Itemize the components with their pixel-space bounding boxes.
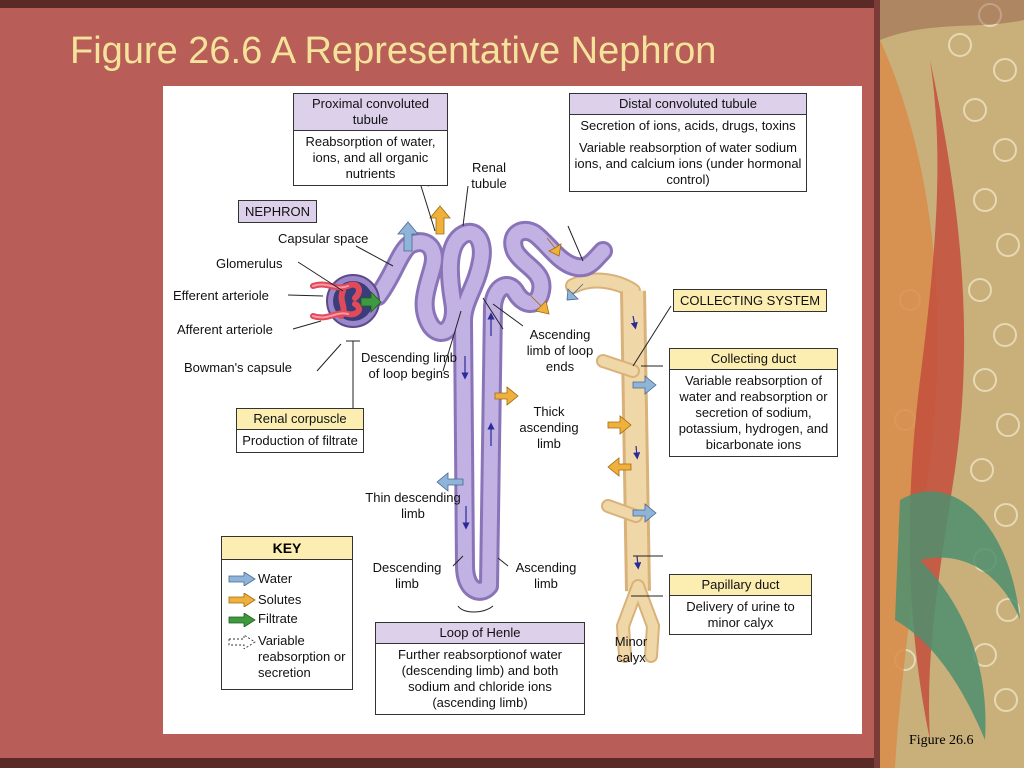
key-item-water: Water	[258, 571, 293, 586]
variable-arrow-icon	[228, 635, 256, 649]
collecting-duct-box-title: Collecting duct	[670, 349, 837, 370]
solute-arrow-icon	[494, 386, 519, 406]
descending-limb-begins-label: Descending limb of loop begins	[360, 350, 458, 381]
minor-calyx-label: Minor calyx	[614, 634, 648, 665]
water-arrows	[397, 221, 657, 523]
figure-reference: Figure 26.6	[909, 733, 974, 748]
solute-arrow-icon	[228, 593, 256, 607]
water-arrow-icon	[397, 221, 419, 252]
solute-arrows	[429, 205, 632, 477]
key-title: KEY	[222, 537, 352, 560]
renal-corpuscle-illustration	[310, 274, 382, 328]
papillary-duct-box-body: Delivery of urine to minor calyx	[686, 599, 795, 630]
ascending-limb-label: Ascending limb	[515, 560, 577, 591]
efferent-arteriole-label: Efferent arteriole	[173, 288, 269, 303]
decorative-leaf-orange	[880, 40, 938, 768]
water-arrow-icon	[632, 375, 657, 395]
nephron-illustration	[287, 182, 672, 663]
afferent-arteriole-label: Afferent arteriole	[177, 322, 273, 337]
ascending-limb-ends-label: Ascending limb of loop ends	[526, 327, 594, 374]
glomerulus-label: Glomerulus	[216, 256, 283, 271]
renal-tubule-illustration	[368, 220, 613, 601]
dct-box-body-2: Variable reabsorption of water sodium io…	[574, 140, 802, 187]
renal-corpuscle-box-body: Production of filtrate	[242, 433, 358, 448]
solute-arrow-icon	[429, 205, 451, 235]
dct-box-title: Distal convoluted tubule	[570, 94, 806, 115]
loop-of-henle-box-title: Loop of Henle	[376, 623, 584, 644]
diagram-key: KEY Water Solutes Filtrate Variable reab…	[221, 536, 353, 690]
solute-arrow-icon	[546, 237, 562, 257]
renal-tubule-label: Renal tubule	[471, 160, 507, 191]
leader-lines	[287, 182, 672, 613]
solute-arrow-icon	[607, 457, 632, 477]
collecting-duct-illustration	[565, 272, 661, 663]
pct-box: Proximal convoluted tubule Reabsorption …	[293, 93, 448, 186]
papillary-duct-box: Papillary duct Delivery of urine to mino…	[669, 574, 812, 635]
bowmans-capsule-label: Bowman's capsule	[184, 360, 292, 375]
collecting-duct-box: Collecting duct Variable reabsorption of…	[669, 348, 838, 457]
thick-ascending-limb-label: Thick ascending limb	[519, 404, 579, 451]
filtrate-arrow-icon	[228, 613, 256, 627]
renal-corpuscle-box-title: Renal corpuscle	[237, 409, 363, 430]
nephron-tag: NEPHRON	[238, 200, 318, 223]
decorative-leaf-green	[895, 491, 1020, 740]
filtrate-arrow-icon	[360, 291, 382, 313]
key-item-solutes: Solutes	[258, 592, 302, 607]
dct-box: Distal convoluted tubule Secretion of io…	[569, 93, 807, 192]
water-arrow-icon	[632, 503, 657, 523]
thin-descending-limb-label: Thin descending limb	[365, 490, 461, 521]
nephron-diagram: Proximal convoluted tubule Reabsorption …	[163, 86, 862, 734]
loop-of-henle-box-body: Further reabsorptionof water (descending…	[397, 647, 563, 710]
key-item-variable: Variable reabsorption or secretion	[258, 633, 346, 680]
dct-box-body-1: Secretion of ions, acids, drugs, toxins	[580, 118, 796, 133]
pct-box-title: Proximal convoluted tubule	[294, 94, 447, 131]
collecting-duct-box-body: Variable reabsorption of water and reabs…	[678, 373, 829, 452]
collecting-system-tag: COLLECTING SYSTEM	[673, 289, 828, 312]
water-arrow-icon	[436, 472, 464, 492]
pct-box-body: Reabsorption of water, ions, and all org…	[305, 134, 436, 181]
water-arrow-icon	[228, 572, 256, 586]
solute-arrow-icon	[530, 295, 550, 315]
solute-arrow-icon	[607, 415, 632, 435]
descending-limb-label: Descending limb	[372, 560, 442, 591]
glomerulus-highlights	[312, 283, 349, 319]
loop-of-henle-box: Loop of Henle Further reabsorptionof wat…	[375, 622, 585, 715]
key-item-filtrate: Filtrate	[258, 611, 298, 626]
water-arrow-icon	[566, 283, 584, 301]
slide-title: Figure 26.6 A Representative Nephron	[70, 30, 717, 72]
papillary-duct-box-title: Papillary duct	[670, 575, 811, 596]
capsular-space-label: Capsular space	[278, 231, 369, 246]
renal-corpuscle-box: Renal corpuscle Production of filtrate	[236, 408, 364, 453]
